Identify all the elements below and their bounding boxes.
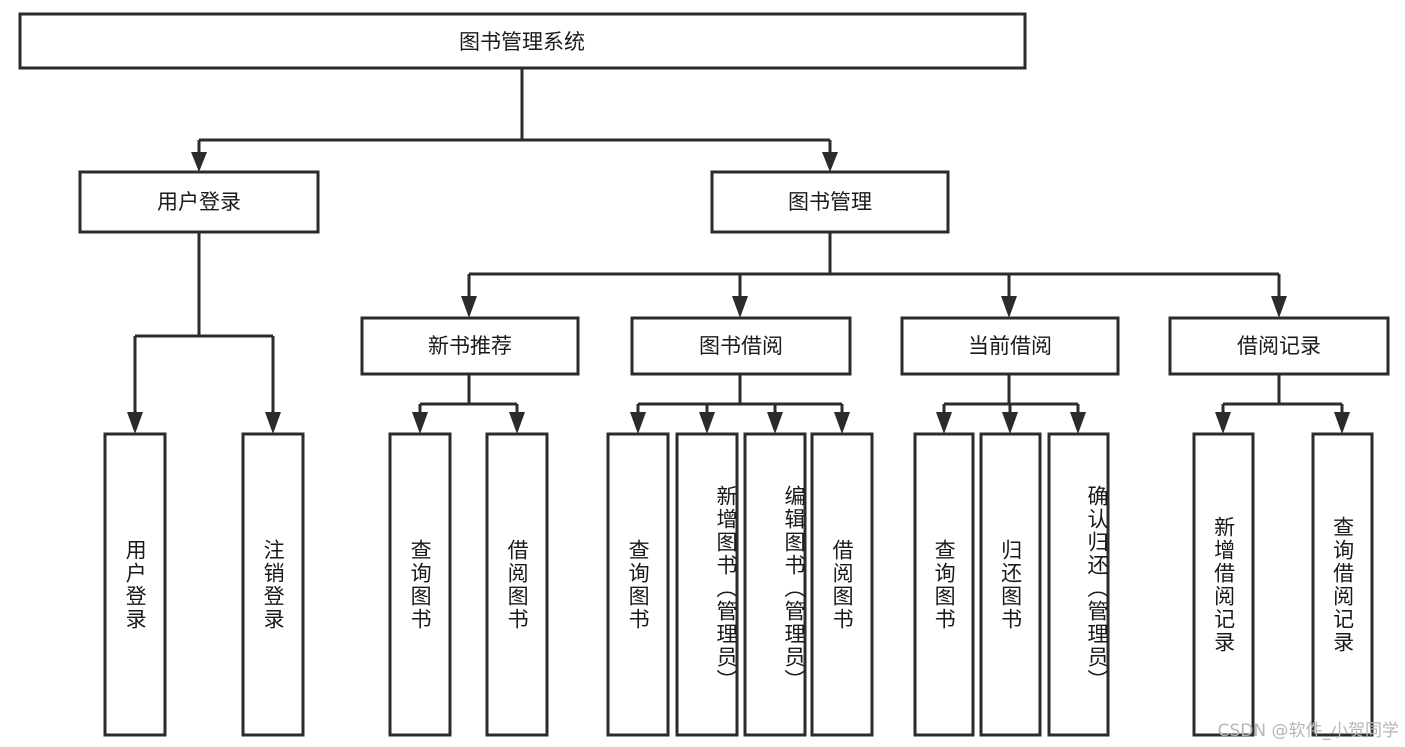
node-root-label: 图书管理系统 — [459, 30, 585, 54]
leaf-box-confirm-return[interactable] — [1047, 432, 1110, 737]
arrow-to-leaf-confirm-return — [1070, 412, 1086, 434]
node-borrow-record-box[interactable] — [1168, 316, 1390, 376]
node-user-login-box[interactable] — [78, 170, 320, 234]
arrow-to-borrow-record — [1271, 296, 1287, 318]
arrow-to-book-mgmt — [822, 152, 838, 172]
arrow-to-current-borrow — [1001, 296, 1017, 318]
node-current-borrow-box[interactable] — [900, 316, 1120, 376]
node-new-book-rec-label: 新书推荐 — [428, 334, 512, 358]
leaf-box-query-record[interactable] — [1311, 432, 1374, 737]
arrow-to-new-book-rec — [461, 296, 477, 318]
leaf-box-query-book-1[interactable] — [388, 432, 452, 737]
arrow-to-leaf-edit-book — [767, 412, 783, 434]
leaf-box-query-book-2[interactable] — [606, 432, 670, 737]
leaf-box-edit-book[interactable] — [743, 432, 807, 737]
node-book-mgmt-box[interactable] — [710, 170, 950, 234]
node-borrow-record-label: 借阅记录 — [1237, 334, 1321, 358]
leaf-box-query-book-3[interactable] — [913, 432, 975, 737]
csdn-watermark: CSDN @软件_小贺同学 — [1217, 721, 1399, 741]
arrow-to-leaf-query-book-1 — [412, 412, 428, 434]
arrow-to-book-borrow — [732, 296, 748, 318]
arrow-to-leaf-add-record — [1215, 412, 1231, 434]
leaf-box-add-record[interactable] — [1192, 432, 1255, 737]
arrow-to-leaf-query-book-2 — [630, 412, 646, 434]
connector-layer — [127, 68, 1350, 434]
node-new-book-rec-box[interactable] — [360, 316, 580, 376]
arrow-to-leaf-return-book — [1002, 412, 1018, 434]
arrow-to-user-login — [191, 152, 207, 172]
node-layer: 图书管理系统 用户登录 图书管理 新书推荐 图书借阅 当前借阅 借阅记录 — [18, 12, 1390, 737]
leaf-box-borrow-book-2[interactable] — [810, 432, 874, 737]
node-book-mgmt-label: 图书管理 — [788, 190, 872, 214]
arrow-to-leaf-add-book — [699, 412, 715, 434]
node-book-borrow-label: 图书借阅 — [699, 334, 783, 358]
arrow-to-leaf-logout — [265, 412, 281, 434]
node-root-box[interactable] — [18, 12, 1027, 70]
leaf-box-borrow-book-1[interactable] — [485, 432, 549, 737]
leaf-box-add-book[interactable] — [675, 432, 739, 737]
node-user-login-label: 用户登录 — [157, 190, 241, 214]
arrow-to-leaf-borrow-book-1 — [509, 412, 525, 434]
leaf-box-user-login[interactable] — [103, 432, 167, 737]
leaf-box-return-book[interactable] — [979, 432, 1042, 737]
node-book-borrow-box[interactable] — [630, 316, 852, 376]
leaf-box-logout[interactable] — [241, 432, 305, 737]
arrow-to-leaf-borrow-book-2 — [834, 412, 850, 434]
arrow-to-leaf-query-book-3 — [936, 412, 952, 434]
node-current-borrow-label: 当前借阅 — [968, 334, 1052, 358]
arrow-to-leaf-query-record — [1334, 412, 1350, 434]
arrow-to-leaf-user-login — [127, 412, 143, 434]
